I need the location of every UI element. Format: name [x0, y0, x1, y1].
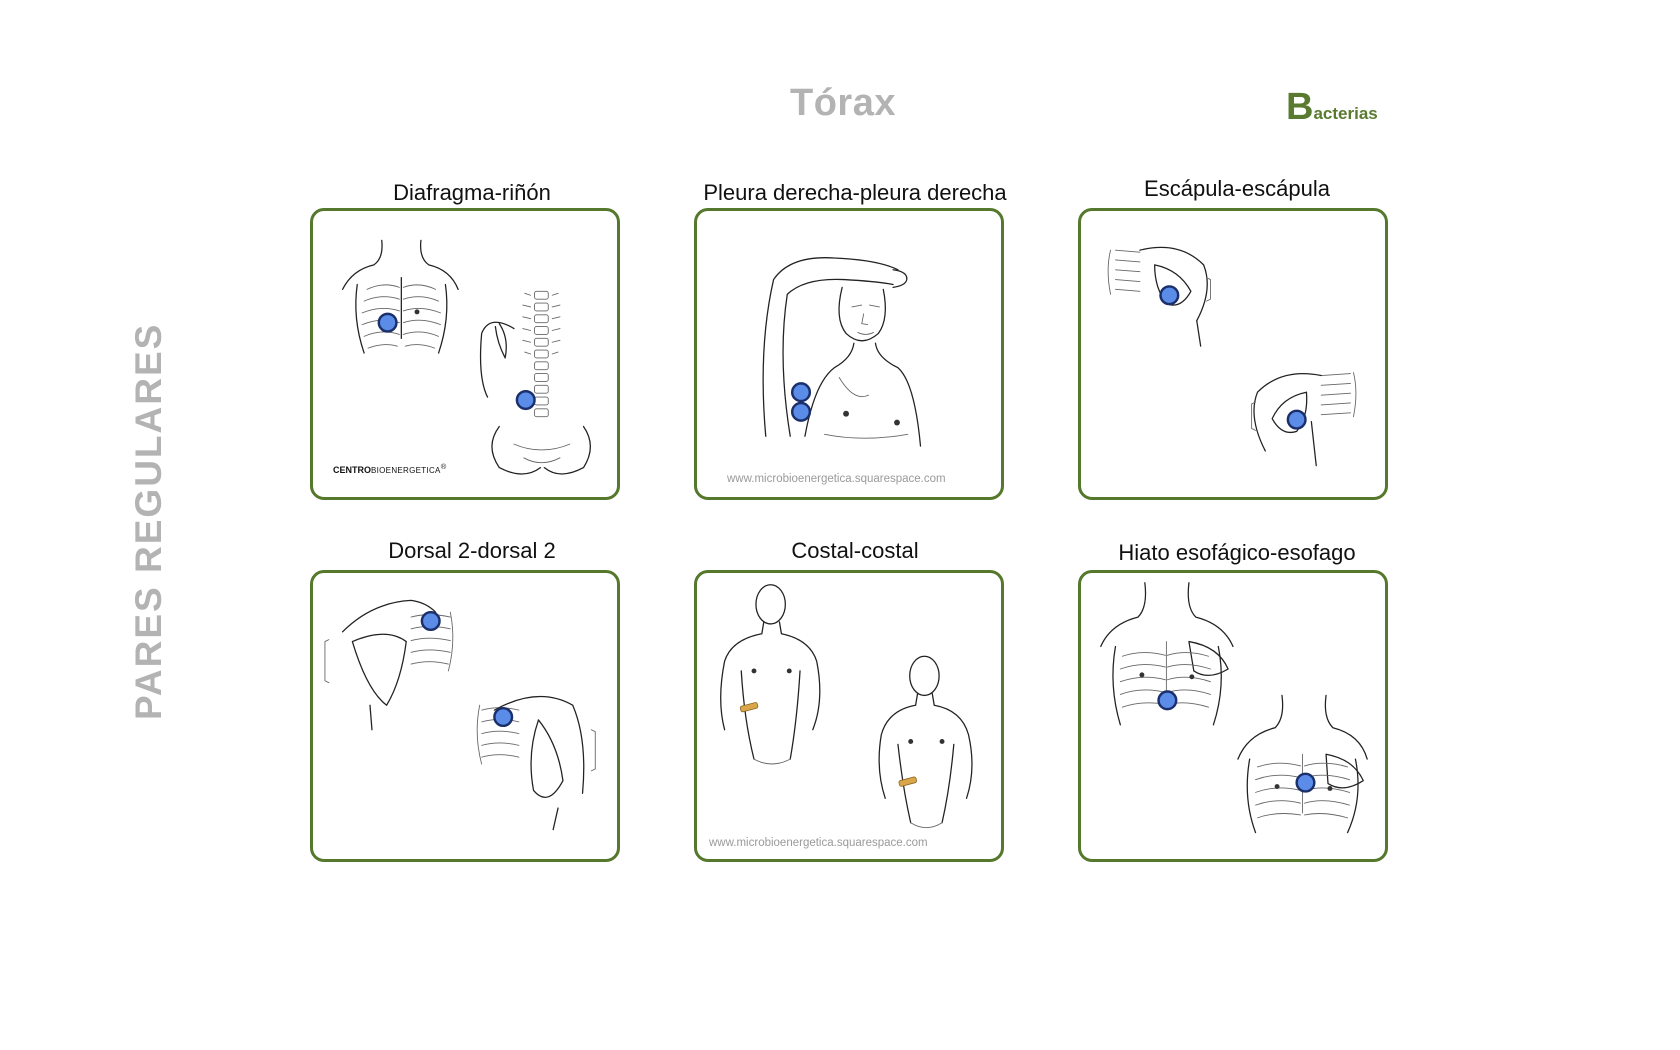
side-label: PARES REGULARES [128, 322, 169, 720]
card-costal: www.microbioenergetica.squarespace.com [694, 570, 1004, 862]
registered-mark: ® [440, 462, 447, 471]
page-title: Tórax [790, 82, 896, 124]
logo-light-text: BIOENERGETICA [371, 466, 441, 475]
centro-bioenergetica-logo: CENTROBIOENERGETICA® [333, 462, 446, 475]
card-title-diafragma-rinon: Diafragma-riñón [393, 180, 551, 205]
card-title-pleura: Pleura derecha-pleura derecha [703, 180, 1007, 205]
card-dorsal [310, 570, 620, 862]
dorsal-scapula-illustration [324, 599, 596, 831]
brand-logo: Bacterias [1286, 86, 1378, 129]
card-diafragma-rinon: CENTROBIOENERGETICA® [310, 208, 620, 500]
brand-text: acterias [1313, 104, 1378, 123]
logo-strong-text: CENTRO [333, 465, 371, 475]
card-hiato [1078, 570, 1388, 862]
ribcage-pair-illustration [1100, 582, 1368, 834]
card-title-hiato: Hiato esofágico-esofago [1118, 540, 1356, 565]
card-title-dorsal: Dorsal 2-dorsal 2 [388, 538, 556, 563]
watermark-url: www.microbioenergetica.squarespace.com [709, 837, 928, 849]
card-title-escapula: Escápula-escápula [1144, 176, 1330, 201]
raised-arm-torso-illustration [762, 257, 922, 447]
card-escapula [1078, 208, 1388, 500]
ribcage-and-spine-illustration [341, 239, 592, 475]
brand-initial: B [1286, 86, 1314, 128]
watermark-url: www.microbioenergetica.squarespace.com [727, 473, 946, 485]
standing-figures-illustration [720, 584, 973, 829]
scapula-illustration [1107, 246, 1357, 467]
card-title-costal: Costal-costal [791, 538, 919, 563]
card-pleura: www.microbioenergetica.squarespace.com [694, 208, 1004, 500]
